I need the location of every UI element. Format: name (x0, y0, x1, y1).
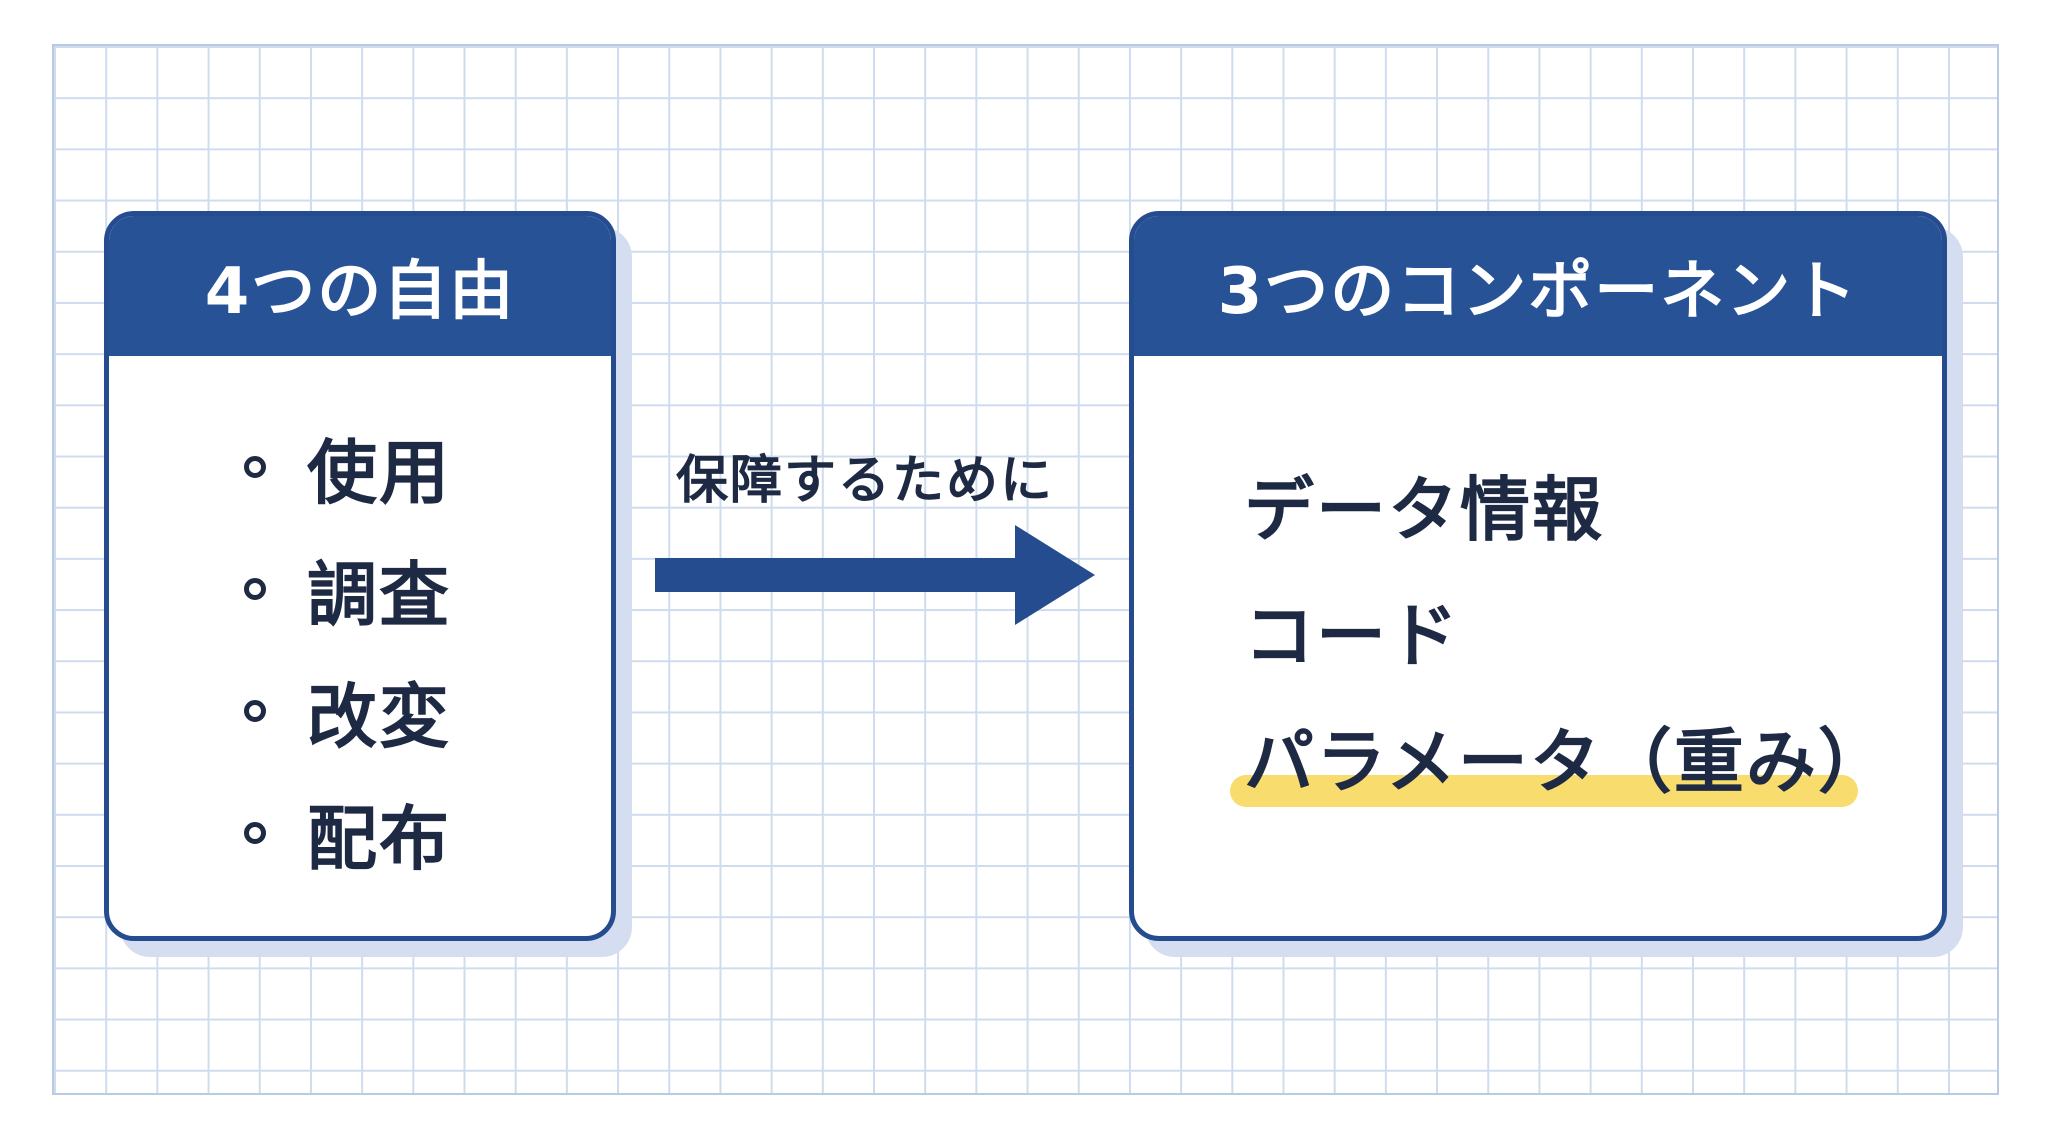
freedom-item-use: 使用 (109, 406, 611, 528)
connector-label: 保障するために (676, 451, 1055, 511)
circle-outline-icon (244, 456, 266, 478)
freedoms-panel-title: 4つの自由 (109, 216, 611, 356)
component-item-label: データ情報 (1244, 468, 1604, 551)
component-item-label: コード (1244, 594, 1460, 677)
freedom-item-label: 使用 (307, 431, 451, 514)
circle-outline-icon (244, 700, 266, 722)
component-item-parameters: パラメータ（重み） (1134, 693, 1942, 819)
components-panel-title: 3つのコンポーネント (1134, 216, 1942, 356)
highlight-marker (1230, 775, 1858, 807)
components-panel: 3つのコンポーネント データ情報 コード パラメータ（重み） (1129, 211, 1947, 941)
circle-outline-icon (244, 578, 266, 600)
component-item-data: データ情報 (1134, 441, 1942, 567)
component-item-code: コード (1134, 567, 1942, 693)
freedom-item-label: 配布 (307, 797, 451, 880)
circle-outline-icon (244, 822, 266, 844)
freedom-item-modify: 改変 (109, 650, 611, 772)
right-arrow-icon (655, 525, 1095, 625)
freedoms-panel: 4つの自由 使用 調査 改変 配布 (104, 211, 616, 941)
freedom-item-label: 改変 (307, 675, 451, 758)
freedom-item-study: 調査 (109, 528, 611, 650)
freedom-item-distribute: 配布 (109, 772, 611, 894)
component-item-label: パラメータ（重み） (1244, 720, 1890, 803)
freedoms-list: 使用 調査 改変 配布 (109, 406, 611, 894)
components-list: データ情報 コード パラメータ（重み） (1134, 441, 1942, 819)
freedom-item-label: 調査 (307, 553, 451, 636)
